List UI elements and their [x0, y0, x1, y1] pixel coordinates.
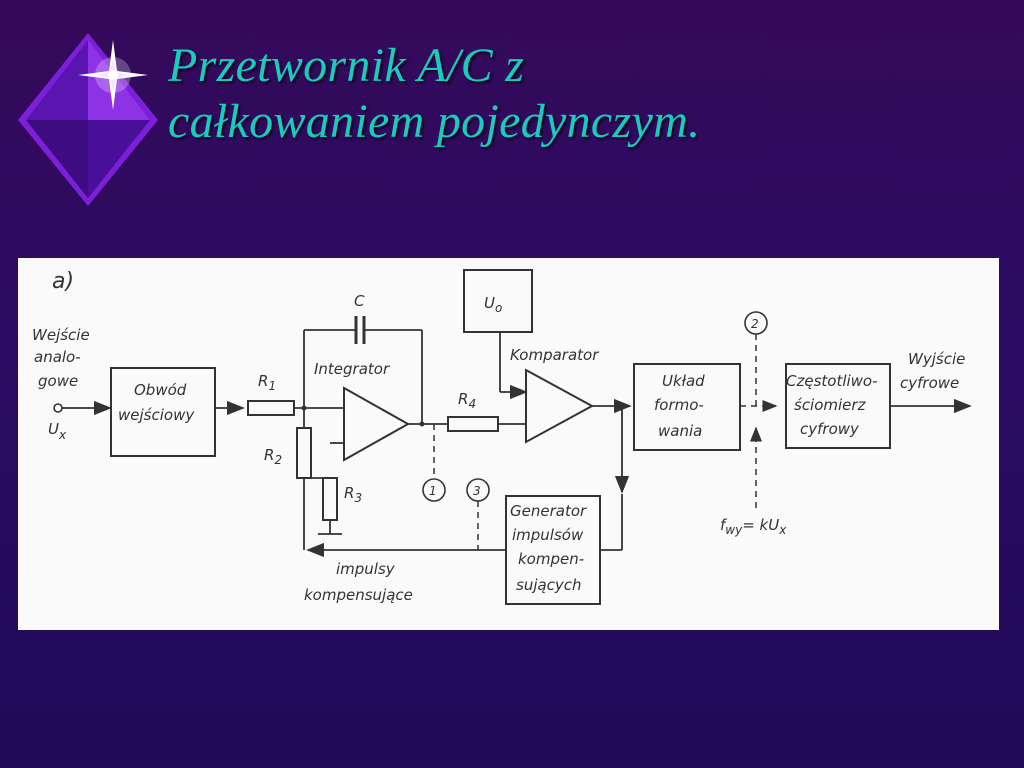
formula-rest: = kU [742, 516, 779, 534]
output-label-line-2: cyfrowe [900, 374, 959, 392]
r3-main: R [344, 484, 354, 502]
r2-label: R2 [264, 446, 282, 467]
counter-line-2: ściomierz [794, 396, 867, 414]
shaper-line-1: Układ [662, 372, 705, 390]
test-point-1 [422, 478, 446, 502]
test-point-3-label: 3 [473, 484, 481, 498]
circuit-diagram: a) Wejście analo- gowe Ux Obwód wejściow… [32, 269, 972, 605]
resistor-r4 [447, 416, 499, 432]
generator-line-2: impulsów [512, 526, 584, 544]
capacitor-label: C [354, 292, 365, 310]
slide-title: Przetwornik A/C z całkowaniem pojedynczy… [168, 38, 988, 150]
feedback-label-line-2: kompensujące [304, 586, 413, 604]
generator-line-1: Generator [510, 502, 587, 520]
reference-sub: o [495, 301, 502, 315]
input-block-line-2: wejściowy [118, 406, 195, 424]
r2-main: R [264, 446, 274, 464]
shaper-block [633, 363, 741, 451]
test-point-1-label: 1 [429, 484, 437, 498]
r1-label: R1 [258, 372, 276, 393]
shaper-line-3: wania [658, 422, 702, 440]
r1-sub: 1 [268, 379, 276, 393]
input-symbol: Ux [48, 420, 67, 442]
formula-f: f [720, 516, 728, 534]
slide-title-line-2: całkowaniem pojedynczym. [168, 95, 701, 148]
input-terminal [53, 403, 63, 413]
formula-sub-x: x [778, 523, 787, 537]
output-label-line-1: Wyjście [908, 350, 965, 368]
resistor-r2 [296, 427, 312, 479]
input-label-line-1: Wejście [32, 326, 90, 344]
generator-line-3: kompen- [518, 550, 584, 568]
generator-line-4: sujących [516, 576, 582, 594]
integrator-label: Integrator [314, 360, 390, 378]
r2-sub: 2 [274, 453, 282, 467]
sparkle-icon [78, 40, 148, 110]
comparator-opamp [525, 368, 595, 444]
slide-title-line-1: Przetwornik A/C z [168, 39, 525, 92]
input-symbol-main: U [48, 420, 59, 438]
r4-main: R [458, 390, 468, 408]
panel-label: a) [52, 269, 74, 294]
junction-node-2 [419, 421, 425, 427]
r3-label: R3 [344, 484, 362, 505]
reference-voltage-block [463, 269, 533, 333]
resistor-r3 [322, 477, 338, 521]
shaper-line-2: formo- [654, 396, 704, 414]
test-point-2-label: 2 [751, 317, 759, 331]
input-label-line-3: gowe [38, 372, 78, 390]
input-symbol-sub: x [58, 428, 67, 442]
r4-label: R4 [458, 390, 476, 411]
frequency-formula: fwy= kUx [720, 516, 787, 537]
feedback-label-line-1: impulsy [336, 560, 396, 578]
formula-sub-wy: wy [725, 523, 743, 537]
reference-voltage-label: Uo [484, 294, 502, 315]
diamond-sparkle-logo [18, 33, 158, 206]
integrator-opamp [343, 386, 411, 462]
r3-sub: 3 [354, 491, 362, 505]
input-block-line-1: Obwód [134, 381, 187, 399]
reference-main: U [484, 294, 495, 312]
r1-main: R [258, 372, 268, 390]
comparator-label: Komparator [510, 346, 599, 364]
input-circuit-block [110, 367, 216, 457]
resistor-r1 [247, 400, 295, 416]
counter-line-3: cyfrowy [800, 420, 860, 438]
input-label-line-2: analo- [34, 348, 81, 366]
counter-line-1: Częstotliwo- [786, 372, 878, 390]
r4-sub: 4 [468, 397, 476, 411]
circuit-diagram-figure: a) Wejście analo- gowe Ux Obwód wejściow… [18, 258, 999, 630]
